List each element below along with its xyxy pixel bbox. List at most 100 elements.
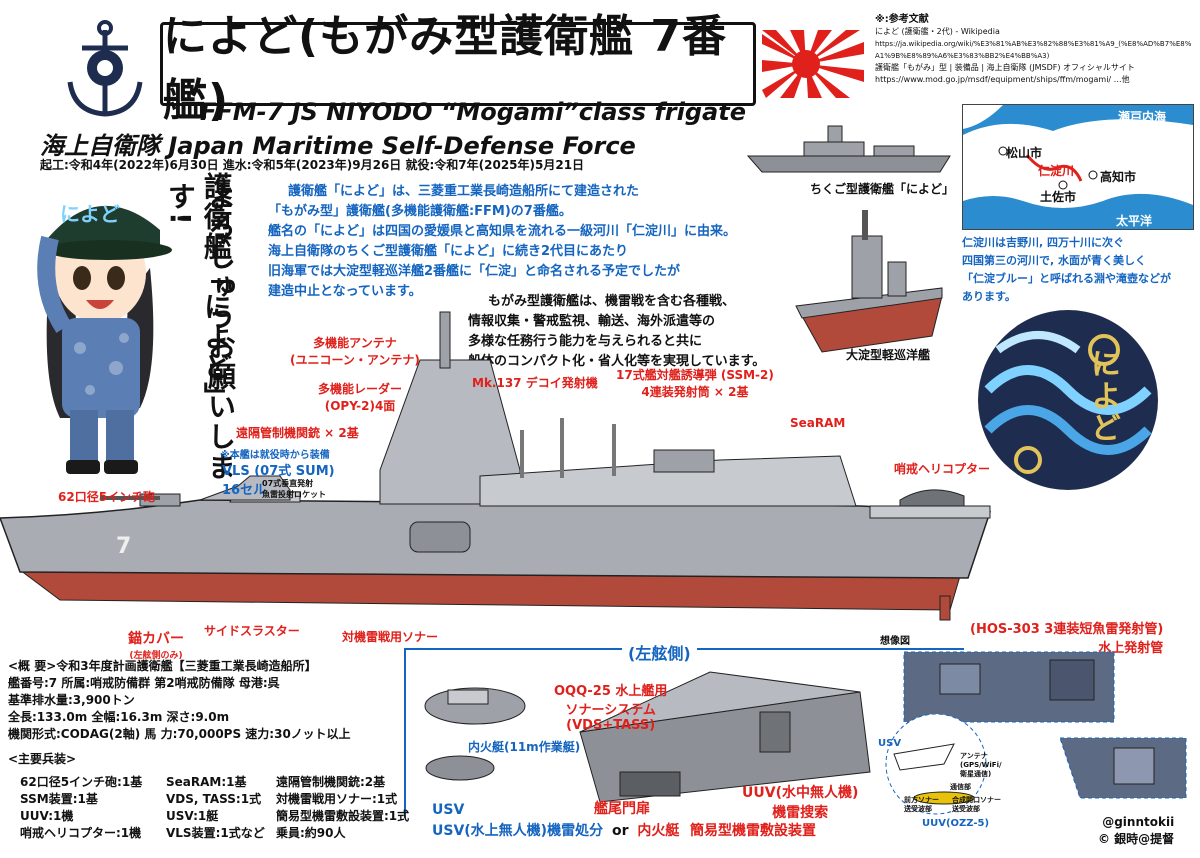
map-river: 仁淀川: [1038, 164, 1075, 178]
intro-line: 護衛艦「によど」は、三菱重工業長崎造船所にて建造された: [288, 184, 640, 199]
label-imagine: 想像図: [880, 636, 910, 647]
armament-cell: SeaRAM:1基: [166, 775, 247, 789]
label-oqq25: OQQ-25 水上艦用 ソナーシステム (VDS+TASS): [554, 680, 667, 733]
torpedo-tube-illustration: [900, 648, 1190, 808]
label-sonar-small-line: 合成開口ソナー: [952, 796, 1001, 804]
armament-cell: 哨戒ヘリコプター:1機: [20, 826, 142, 840]
jmsdf-emblem: [60, 20, 150, 120]
intro-line: 建造中止となっています。: [268, 284, 422, 299]
label-radar-line: 多機能レーダー: [318, 382, 403, 396]
reference-link[interactable]: https://www.mod.go.jp/msdf/equipment/shi…: [875, 75, 1130, 84]
label-usv: USV: [432, 802, 465, 818]
shikoku-map: [962, 104, 1194, 230]
map-matsuyama: 松山市: [1006, 146, 1043, 160]
label-vls-line: VLS (07式 SUM): [222, 464, 335, 479]
label-fcs: 遠隔管制機関銃 × 2基: [236, 426, 359, 440]
label-usv-mine-row: USV(水上無人機)機雷処分 or 内火艇: [432, 820, 679, 840]
mission-line: もがみ型護衛艦は、機雷戦を含む各種戦、: [488, 294, 736, 309]
armament-heading: <主要兵装>: [8, 752, 77, 766]
label-oqq25-line: ソナーシステム: [565, 703, 656, 718]
map-kochi: 高知市: [1100, 170, 1137, 184]
emblem-text: によど: [1085, 348, 1120, 444]
hat-small-text: JS NIYODO: [90, 188, 127, 196]
ship-dates: 起工:令和4年(2022年)6月30日 進水:令和5年(2023年)9月26日 …: [40, 158, 585, 172]
label-sonar-small-line: 送受波部: [952, 805, 980, 813]
greeting-line-1: 護衛艦「によど」: [200, 172, 233, 412]
stern-illustration: [560, 652, 880, 820]
spec-line: 基準排水量:3,900トン: [8, 693, 135, 707]
label-hos303-line: 水上発射管: [1098, 641, 1164, 656]
label-radar: 多機能レーダー (OPY-2)4面: [318, 380, 402, 414]
label-oqq25-line: (VDS+TASS): [566, 718, 656, 733]
river-note: 仁淀川は吉野川, 四万十川に次ぐ 四国第三の河川で, 水面が青く美しく 「仁淀ブ…: [962, 234, 1171, 306]
spec-block: <概 要>令和3年度計画護衛艦【三菱重工業長崎造船所】 艦番号:7 所属:哨戒防…: [8, 658, 351, 768]
label-gun: 62口径5インチ砲: [58, 490, 156, 504]
label-sonar: 対機雷戦用ソナー: [342, 630, 439, 644]
port-side-title: (左舷側): [622, 640, 697, 664]
spec-line: 艦番号:7 所属:哨戒防備群 第2哨戒防備隊 母港:呉: [8, 676, 280, 690]
intro-paragraph: 護衛艦「によど」は、三菱重工業長崎造船所にて建造された 「もがみ型」護衛艦(多機…: [268, 182, 736, 302]
greeting-line-2: よろしゅうお願いします!: [164, 182, 237, 482]
character-illustration: [20, 178, 180, 478]
armament-row: UUV:1機 USV:1艇 簡易型機雷敷設装置:1式: [20, 808, 409, 825]
reference-link[interactable]: https://ja.wikipedia.org/wiki/%E3%81%AB%…: [875, 40, 1192, 60]
label-ssm-line: 4連装発射筒 × 2基: [641, 385, 749, 399]
label-vls-small-line: 07式垂直発射: [262, 479, 314, 488]
label-uuv-line: UUV(水中無人機): [742, 785, 859, 801]
label-front-sonar: 前方ソナー 送受波部: [904, 796, 939, 814]
credit-name: © 銀時@提督: [1098, 832, 1175, 846]
armament-cell: UUV:1機: [20, 809, 74, 823]
armament-cell: VLS装置:1式など: [166, 826, 265, 840]
label-uuv2: UUV(OZZ-5): [922, 818, 990, 829]
label-mine-lay: 簡易型機雷敷設装置: [690, 823, 816, 839]
oyodo-label: 大淀型軽巡洋艦: [846, 348, 931, 362]
ship-emblem: [978, 310, 1158, 490]
armament-cell: USV:1艇: [166, 809, 219, 823]
label-hos303-line: (HOS-303 3連装短魚雷発射管): [970, 622, 1164, 637]
label-boat2: 内火艇: [637, 823, 680, 839]
armament-table: 62口径5インチ砲:1基 SeaRAM:1基 遠隔管制機関銃:2基 SSM装置:…: [20, 774, 409, 842]
label-antenna: 多機能アンテナ (ユニコーン・アンテナ): [290, 334, 420, 368]
map-pacific: 太平洋: [1116, 214, 1153, 228]
references: ※:参考文献 によど (護衛艦・2代) - Wikipedia https://…: [875, 14, 1195, 86]
label-comm-small: 通信部: [950, 783, 971, 791]
page-title: によど(もがみ型護衛艦 7番艦): [163, 11, 728, 126]
label-anchor: 錨カバー (左舷側のみ): [128, 628, 184, 661]
label-ssm-line: 17式艦対艦誘導弾 (SSM-2): [616, 368, 774, 382]
label-front-sonar-line: 前方ソナー: [904, 796, 939, 804]
spec-overview: <概 要>令和3年度計画護衛艦【三菱重工業長崎造船所】: [8, 659, 317, 673]
label-uuv: UUV(水中無人機) 機雷搜索: [742, 782, 858, 822]
map-sea-north: 瀬戸内海: [1118, 110, 1167, 124]
chikugo-ship-illustration: [744, 122, 954, 178]
label-front-sonar-line: 送受波部: [904, 805, 932, 813]
label-thruster: サイドスラスター: [204, 624, 300, 638]
label-vls: VLS (07式 SUM) 16セル: [222, 460, 335, 498]
label-antenna-line: 多機能アンテナ: [313, 336, 397, 350]
label-antenna-small: アンテナ (GPS/WiFi/ 衛星通信): [960, 752, 1002, 779]
chikugo-label: ちくご型護衛艦「によど」: [810, 182, 955, 196]
label-radar-line: (OPY-2)4面: [324, 399, 396, 413]
label-antenna-small-line: アンテナ: [960, 752, 988, 760]
label-boat: 内火艇(11m作業艇): [468, 740, 581, 754]
mission-paragraph: もがみ型護衛艦は、機雷戦を含む各種戦、 情報収集・警戒監視、輸送、海外派遣等の …: [468, 292, 765, 372]
armament-row: SSM装置:1基 VDS, TASS:1式 対機雷戦用ソナー:1式: [20, 791, 409, 808]
oyodo-ship-illustration: [782, 206, 952, 356]
label-anchor-line: 錨カバー: [128, 631, 184, 647]
river-note-line: 四国第三の河川で, 水面が青く美しく: [962, 254, 1147, 267]
label-oqq25-line: OQQ-25 水上艦用: [554, 684, 668, 699]
label-vls-note: ※本艦は就役時から装備: [220, 450, 330, 461]
label-vls-line: 16セル: [222, 483, 267, 498]
label-antenna-small-line: (GPS/WiFi/: [960, 761, 1002, 769]
spec-line: 全長:133.0m 全幅:16.3m 深さ:9.0m: [8, 710, 230, 724]
references-heading: ※:参考文献: [875, 14, 929, 25]
label-mk137: Mk.137 デコイ発射機: [472, 376, 598, 390]
river-note-line: 仁淀川は吉野川, 四万十川に次ぐ: [962, 236, 1125, 249]
label-uuv-line: 機雷搜索: [772, 805, 829, 821]
mission-line: 船体のコンパクト化・省人化等を実現しています。: [468, 354, 766, 369]
hull-number: 7: [116, 534, 132, 559]
intro-line: 「もがみ型」護衛艦(多機能護衛艦:FFM)の7番艦。: [268, 204, 572, 219]
label-sonar-small: 合成開口ソナー 送受波部: [952, 796, 1001, 814]
work-boat-illustration: [420, 676, 530, 786]
label-or: or: [611, 823, 629, 839]
credit: @ginntokii © 銀時@提督: [1098, 814, 1174, 848]
